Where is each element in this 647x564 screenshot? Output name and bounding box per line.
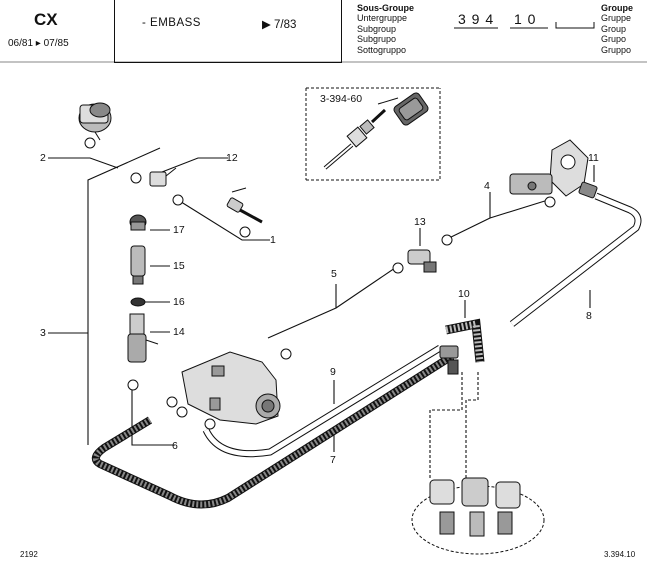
callout-8: 8 (586, 310, 592, 322)
clutch-slave-bracket-icon (509, 139, 589, 197)
group-label-fr: Groupe (601, 3, 634, 13)
marker-circle (204, 418, 216, 430)
group-label-en: Group (601, 23, 627, 34)
hose-7 (91, 352, 455, 509)
callout-15: 15 (173, 260, 185, 272)
subgroup-code: 1 0 (514, 11, 537, 27)
code-underline-3 (555, 22, 595, 29)
elbow-hose-10 (445, 318, 485, 363)
model-name: CX (34, 10, 58, 29)
callout-11: 11 (588, 152, 599, 164)
callout-10: 10 (458, 288, 470, 300)
callout-13: 13 (414, 216, 426, 228)
bleed-valve-icon (130, 245, 146, 285)
marker-circle (544, 196, 556, 208)
clutch-housing-icon (411, 477, 545, 555)
marker-circle (280, 348, 292, 360)
marker-circle (130, 172, 142, 184)
dashed-link-2 (465, 372, 479, 478)
callout-6: 6 (172, 440, 178, 452)
callout-line-3-bracket (87, 147, 161, 445)
hose-union-11-icon (578, 181, 598, 199)
callout-line-12 (161, 157, 228, 173)
bleed-screw-icon (226, 187, 263, 224)
callout-17: 17 (173, 224, 185, 236)
callout-3: 3 (40, 327, 46, 339)
inset-bottom-edge (306, 88, 441, 181)
group-label-it: Gruppo (601, 44, 632, 55)
callout-5: 5 (331, 268, 337, 280)
callout-line-2 (48, 157, 119, 169)
footer-right: 3.394.10 (604, 550, 636, 559)
subgroup-label-it: Sottogruppo (357, 44, 407, 55)
callout-line-4b (489, 199, 549, 219)
model-dates: 06/81 ▸ 07/85 (8, 38, 69, 49)
dashed-link-1 (429, 372, 463, 480)
group-code: 3 9 4 (458, 11, 495, 27)
pipe-8 (509, 192, 642, 327)
callout-1: 1 (270, 234, 276, 246)
callout-12: 12 (226, 152, 238, 164)
callout-line-6 (131, 390, 175, 446)
dust-cap-icon (129, 214, 147, 231)
callout-9: 9 (330, 366, 336, 378)
callout-16: 16 (173, 296, 185, 308)
reservoir-cap-icon (78, 102, 112, 141)
callout-2: 2 (40, 152, 46, 164)
slave-cylinder-icon (127, 313, 159, 363)
master-cylinder-icon (181, 351, 281, 425)
marker-circle (239, 226, 251, 238)
group-label-es: Grupo (601, 34, 627, 45)
marker-circle (166, 396, 178, 408)
subgroup-labels: Sous-Groupe Untergruppe Subgroup Subgrup… (357, 3, 414, 55)
callout-line-4 (444, 192, 491, 241)
tee-fitting-icon (439, 345, 459, 375)
subgroup-label-fr: Sous-Groupe (357, 3, 415, 13)
section-date: ▶ 7/83 (262, 19, 297, 31)
inset-ref-label: 3-394-60 (320, 93, 363, 105)
seal-ring-icon (130, 297, 146, 307)
subgroup-label-es: Subgrupo (357, 34, 397, 45)
union-fitting-icon (149, 167, 177, 187)
marker-circle (127, 379, 139, 391)
inset-bleed-nipple-icon (323, 92, 429, 170)
callout-line-5b (335, 267, 396, 309)
subgroup-label-en: Subgroup (357, 23, 397, 34)
callout-7: 7 (330, 454, 336, 466)
marker-circle (84, 137, 96, 149)
callout-line-5 (267, 284, 337, 339)
subgroup-label-de: Untergruppe (357, 13, 408, 24)
title-box (114, 0, 342, 63)
union-13-icon (407, 249, 437, 273)
marker-circle (441, 234, 453, 246)
callout-line-1 (177, 199, 270, 241)
marker-circle (172, 194, 184, 206)
group-label-de: Gruppe (601, 13, 632, 24)
pipe-9 (202, 345, 442, 458)
callout-4: 4 (484, 180, 490, 192)
marker-circle (176, 406, 188, 418)
section-title: - EMBASS (142, 17, 201, 29)
marker-circle (392, 262, 404, 274)
callout-14: 14 (173, 326, 185, 338)
footer-left: 2192 (20, 550, 38, 559)
group-labels: Groupe Gruppe Group Grupo Gruppo (601, 3, 633, 55)
